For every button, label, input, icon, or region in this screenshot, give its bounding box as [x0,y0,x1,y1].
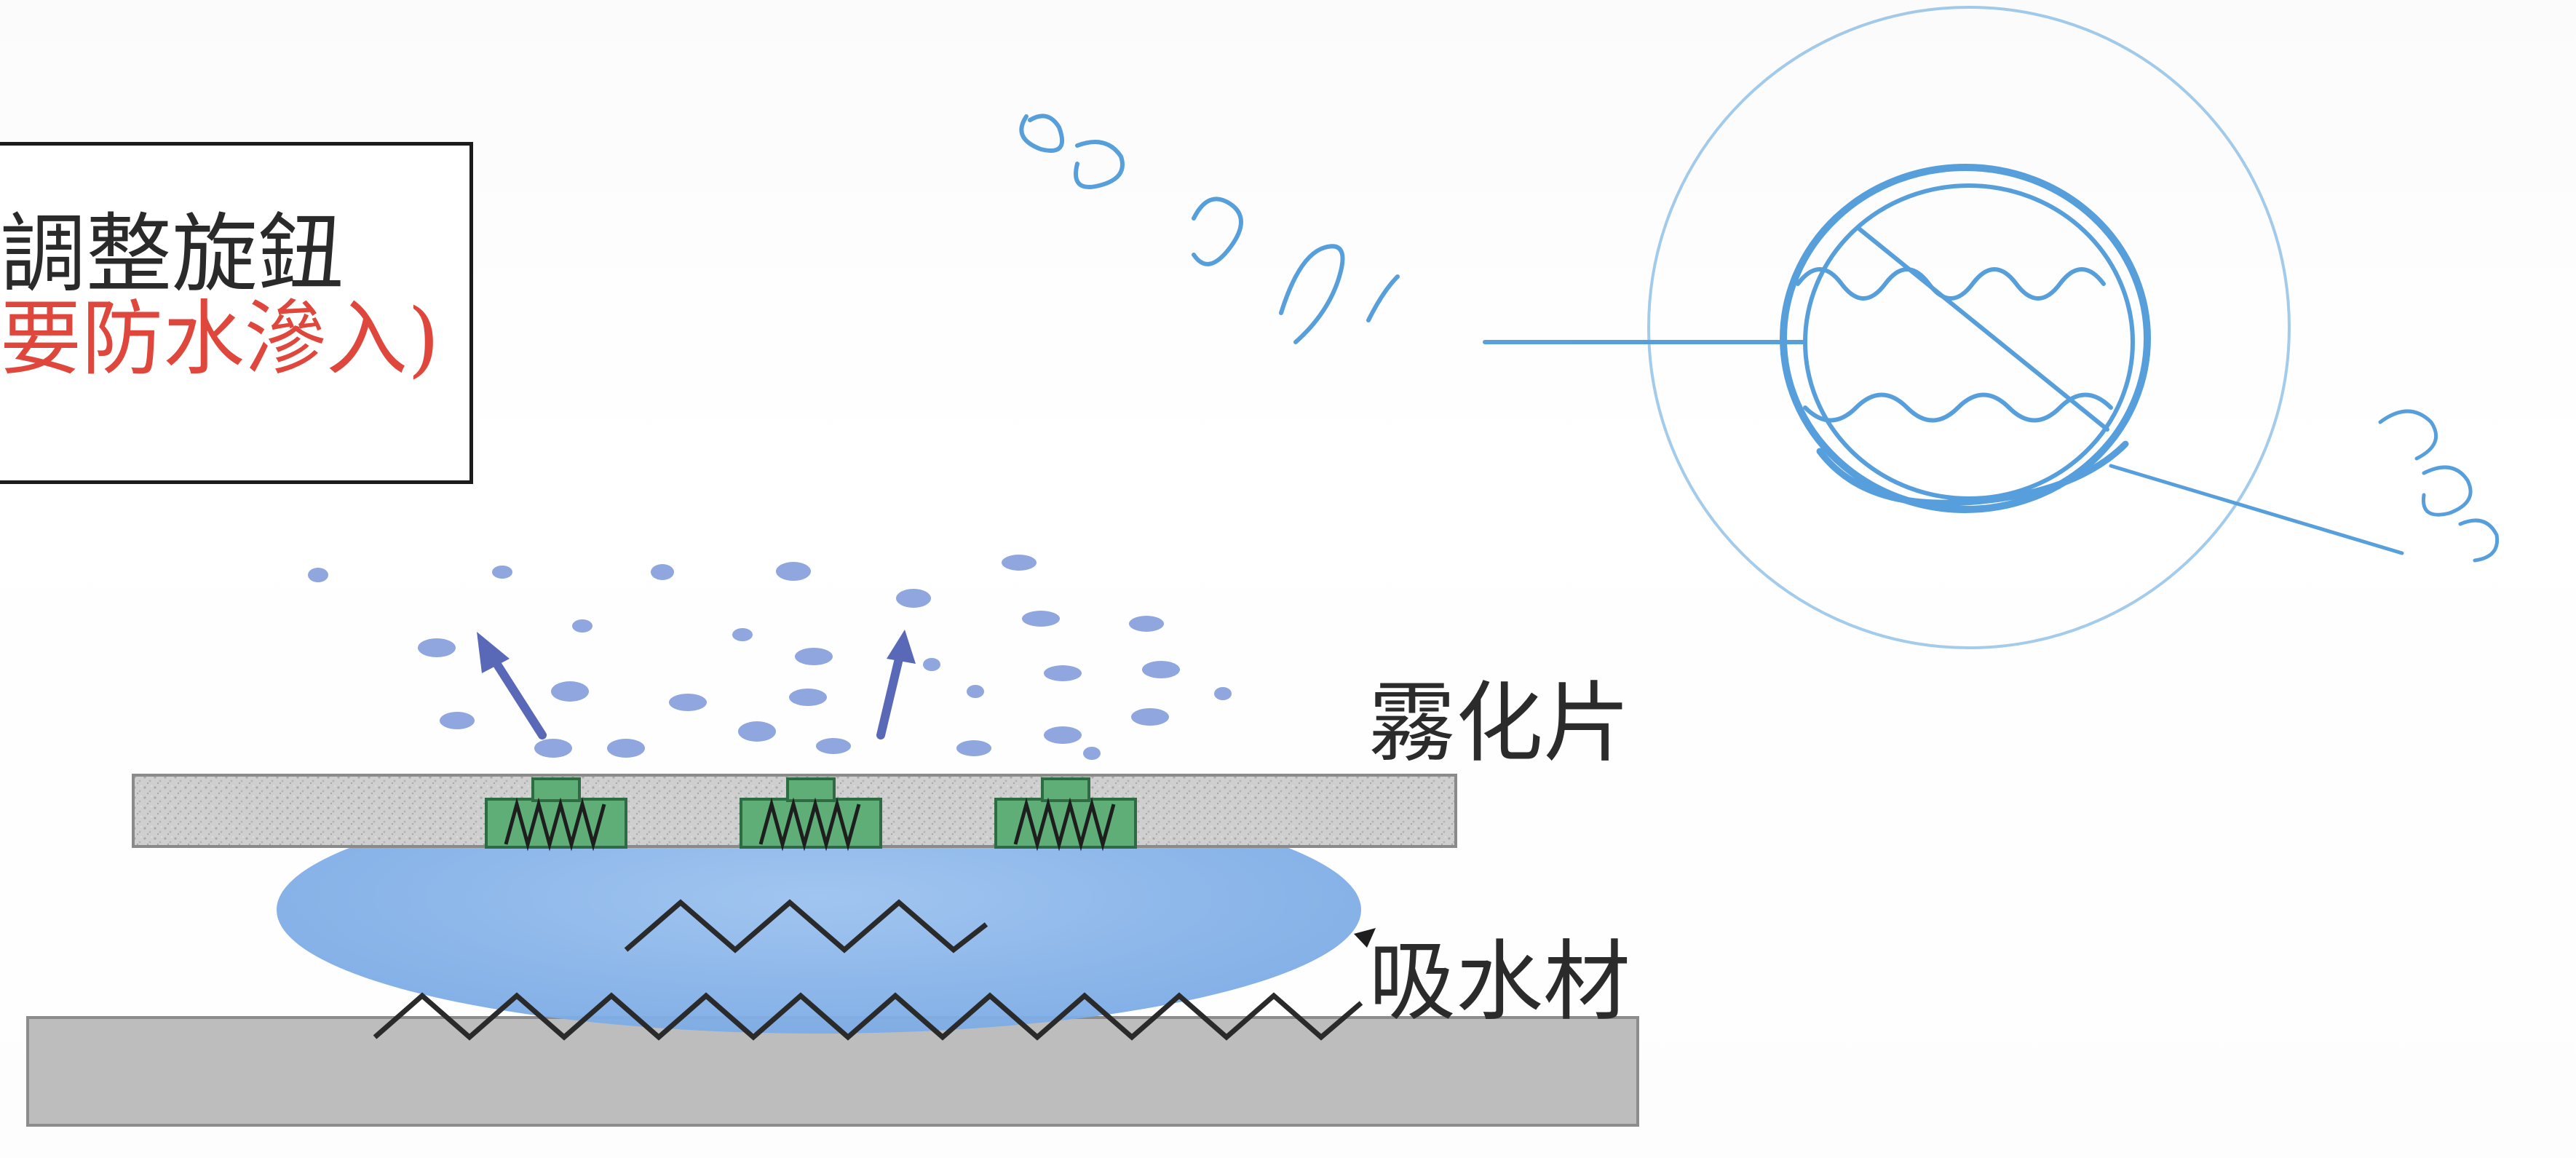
atomizer-label: 霧化片 [1368,673,1630,774]
mist-droplets [308,555,1232,760]
piezo-element [485,777,627,852]
wick-zigzag-upper [624,899,988,953]
piezo-element [994,777,1137,852]
mist-direction-arrow [477,632,547,739]
piezo-element [740,777,882,852]
callout-text-waterproof-note: 要防水滲入) [0,292,440,386]
absorbent-pointer-icon [1354,928,1376,948]
handwritten-pen-sketch [1019,6,2500,649]
wick-zigzag-lower [373,992,1363,1041]
mist-direction-arrow [876,630,916,739]
base-plate [26,1016,1639,1127]
callout-box [0,142,473,484]
absorbent-label: 吸水材 [1368,932,1630,1033]
callout-text-knob: 調整旋鈕 [0,204,344,304]
